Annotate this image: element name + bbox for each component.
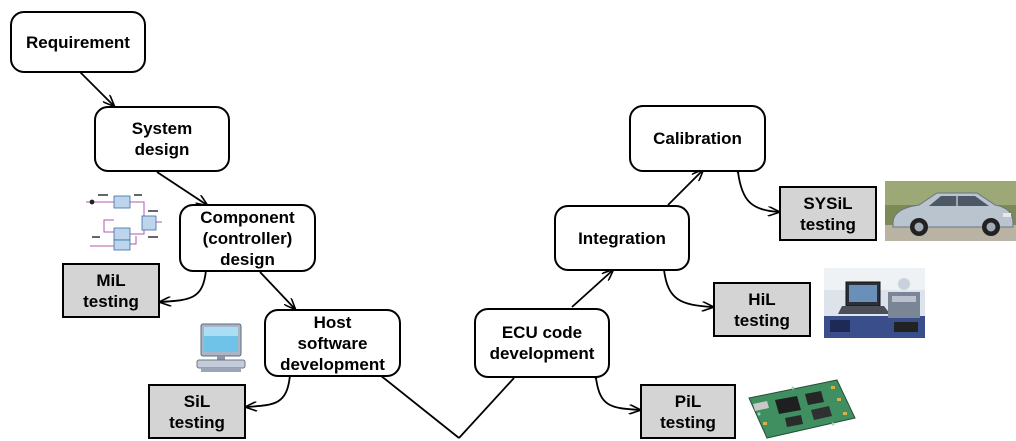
requirement-node: Requirement	[10, 11, 146, 73]
component-design-node: Component (controller) design	[179, 204, 316, 272]
arrow-ecu-to-integration	[571, 270, 613, 308]
calibration-node: Calibration	[629, 105, 766, 172]
link-sysil	[738, 172, 779, 212]
sil-testing-label: SiL testing	[169, 391, 225, 432]
host-software-node: Host software development	[264, 309, 401, 377]
ecu-code-node: ECU code development	[474, 308, 610, 378]
system-design-label: System design	[131, 119, 193, 159]
sysil-testing-label: SYSiL testing	[800, 193, 856, 234]
component-design-label: Component (controller) design	[200, 207, 295, 269]
integration-label: Integration	[578, 228, 666, 248]
link-sil	[246, 375, 290, 407]
arrow-integration-to-calibration	[667, 170, 703, 206]
simulink-model-icon	[84, 190, 166, 256]
ecu-circuit-board-icon	[748, 379, 856, 439]
calibration-label: Calibration	[653, 129, 742, 148]
ecu-code-label: ECU code development	[489, 323, 595, 363]
sil-testing-box: SiL testing	[148, 384, 246, 439]
mil-testing-label: MiL testing	[83, 270, 139, 311]
desktop-computer-icon	[196, 323, 246, 372]
requirement-label: Requirement	[26, 32, 130, 52]
system-design-node: System design	[94, 106, 230, 172]
arrow-system-to-component	[156, 171, 207, 205]
link-hil	[664, 270, 713, 307]
integration-node: Integration	[554, 205, 690, 271]
hil-testing-label: HiL testing	[734, 289, 790, 330]
sysil-testing-box: SYSiL testing	[779, 186, 877, 241]
pil-testing-label: PiL testing	[660, 391, 716, 432]
silver-car-icon	[885, 181, 1016, 241]
v-bottom-left-line	[379, 374, 460, 439]
arrow-requirement-to-system	[79, 71, 114, 106]
v-bottom-right-line	[458, 377, 515, 439]
link-mil	[160, 270, 206, 302]
link-pil	[596, 378, 640, 410]
hil-testing-box: HiL testing	[713, 282, 811, 337]
hil-test-bench-icon	[824, 268, 925, 338]
mil-testing-box: MiL testing	[62, 263, 160, 318]
pil-testing-box: PiL testing	[640, 384, 736, 439]
arrow-component-to-host	[259, 271, 295, 309]
host-software-label: Host software development	[280, 312, 385, 374]
